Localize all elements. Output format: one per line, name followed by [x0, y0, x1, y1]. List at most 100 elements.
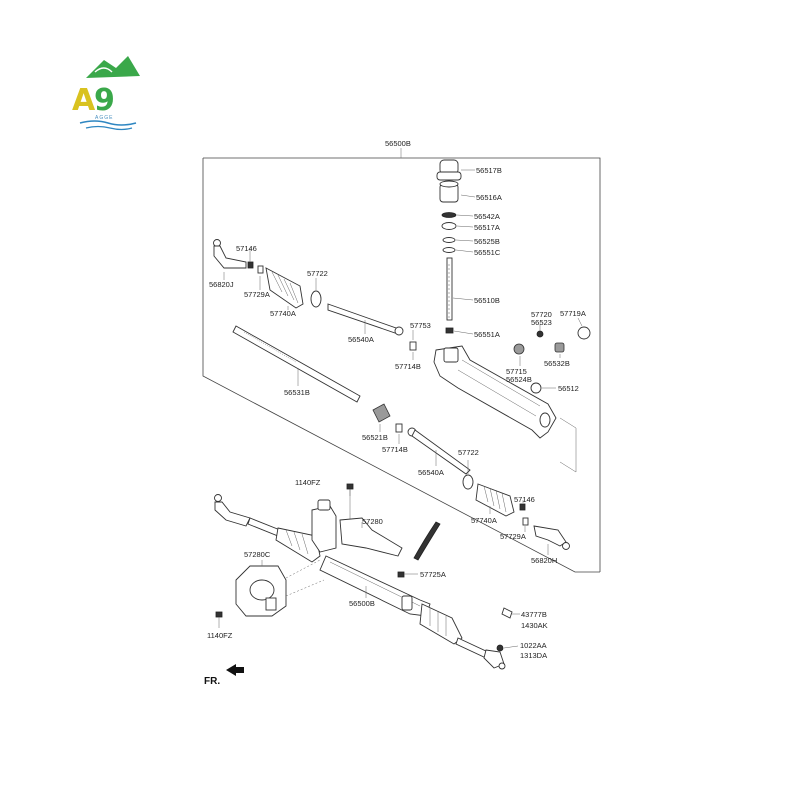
leader: [455, 249, 474, 253]
part-boot-right: [419, 603, 463, 645]
part-bolt-1140FZ: [215, 611, 223, 618]
part-yoke: [554, 342, 565, 353]
part-oil-seal: [441, 222, 457, 230]
part-tie-rod-end-left: [214, 501, 251, 527]
label-56521B: 56521B: [362, 433, 388, 442]
label-1140FZ-top: 1140FZ: [295, 478, 321, 487]
leader: [455, 239, 474, 242]
part-nut-1022AA: [496, 644, 504, 652]
frame-top-right-line: [203, 157, 601, 572]
label-56542A: 56542A: [474, 212, 500, 221]
part-cover-base: [436, 171, 462, 181]
part-ball-stud: [213, 239, 221, 247]
gear-housing-group: 57720 56523 57719A 56532B 57715 56524B 5…: [433, 309, 591, 473]
label-1140FZ-bot: 1140FZ: [207, 631, 233, 640]
part-washer: [442, 247, 456, 253]
housing-bracket-line: [559, 417, 577, 473]
part-clamp-ring: [462, 474, 474, 490]
leader: [456, 225, 474, 228]
label-57722: 57722: [307, 269, 328, 278]
part-spring: [372, 403, 391, 423]
part-rack-bar: [232, 325, 361, 403]
leader: [456, 214, 474, 217]
part-housing-boss: [443, 347, 459, 363]
pinion-stack: [436, 159, 476, 335]
label-56551A: 56551A: [474, 330, 500, 339]
part-boot: [475, 483, 515, 517]
label-57714B-top: 57714B: [395, 362, 421, 371]
label-56525B: 56525B: [474, 237, 500, 246]
part-o-ring: [577, 326, 591, 340]
label-57722-bot: 57722: [458, 448, 479, 457]
label-57714B-bot: 57714B: [382, 445, 408, 454]
brand-logo: A 9 AGGE: [72, 56, 140, 131]
label-57729A-bot: 57729A: [500, 532, 526, 541]
part-seal-top: [439, 180, 459, 188]
label-56500B: 56500B: [385, 139, 411, 148]
clamp-bracket-group: 57280C 1140FZ: [207, 550, 325, 640]
label-56510B: 56510B: [474, 296, 500, 305]
part-tie-rod-end: [533, 525, 567, 547]
part-bearing-ring: [442, 237, 456, 243]
leader: [452, 297, 474, 301]
logo-subtext: AGGE: [95, 115, 113, 121]
part-snap-ring: [441, 212, 457, 218]
part-lock-nut: [247, 261, 254, 269]
label-56531B: 56531B: [284, 388, 310, 397]
part-57714B: [409, 341, 417, 351]
part-pinion-top: [317, 499, 331, 511]
part-bolt-1140FZ: [346, 483, 354, 490]
front-direction-indicator: FR.: [204, 664, 244, 687]
label-1313DA: 1313DA: [520, 651, 547, 660]
part-clamp-ring: [310, 290, 322, 308]
rack-bar-group: 56531B: [232, 325, 361, 403]
label-fr: FR.: [204, 676, 220, 687]
boot-ribs: [483, 485, 507, 513]
label-56512: 56512: [558, 384, 579, 393]
boot-ribs: [271, 271, 299, 304]
housing-body-lines: [457, 359, 541, 417]
logo-wave-shape: [79, 120, 137, 126]
part-band-clip: [257, 265, 264, 274]
part-clip-43777B: [501, 607, 513, 619]
label-56820H: 56820H: [531, 556, 557, 565]
label-57740A: 57740A: [270, 309, 296, 318]
part-tie-rod-left: [247, 517, 281, 537]
part-bolt-57725A: [397, 571, 405, 578]
part-clamp-bore: [249, 579, 275, 601]
part-inner-tie-rod: [411, 429, 471, 475]
center-small-parts: 57753 57714B 56521B 57714B: [362, 321, 431, 454]
label-56500B-bot: 56500B: [349, 599, 375, 608]
label-57280: 57280: [362, 517, 383, 526]
part-yoke-plug: [513, 343, 525, 355]
part-inner-tie-rod: [327, 303, 399, 335]
logo-wave-shape: [85, 125, 133, 131]
label-43777B: 43777B: [521, 610, 547, 619]
label-57740A-bot: 57740A: [471, 516, 497, 525]
right-tie-rod-group: 56540A 57722 57740A 57146 57729A 56820H: [407, 427, 570, 565]
part-housing-mount: [401, 595, 413, 611]
label-56820J: 56820J: [209, 280, 234, 289]
label-56523: 56523: [531, 318, 552, 327]
part-ball-stud: [498, 662, 506, 670]
part-mounting-bracket: [339, 517, 403, 557]
exploded-view-frame: 56500B: [202, 139, 601, 573]
part-ball-stud: [562, 542, 570, 550]
part-arrow-indicator: [413, 521, 441, 561]
frame-left-diagonal-line: [202, 158, 600, 573]
part-boot-left: [275, 527, 321, 563]
label-57146: 57146: [236, 244, 257, 253]
label-56540A-bot: 56540A: [418, 468, 444, 477]
part-band-clip: [522, 517, 529, 526]
assembly-guide-lines: [285, 559, 325, 597]
part-pinion-shaft: [446, 257, 453, 321]
label-57725A: 57725A: [420, 570, 446, 579]
label-57280C: 57280C: [244, 550, 271, 559]
label-57146-bot: 57146: [514, 495, 535, 504]
leader: [460, 194, 476, 198]
label-56516A: 56516A: [476, 193, 502, 202]
label-56540A: 56540A: [348, 335, 374, 344]
left-tie-rod-group: [213, 239, 404, 336]
leader: [503, 645, 519, 649]
